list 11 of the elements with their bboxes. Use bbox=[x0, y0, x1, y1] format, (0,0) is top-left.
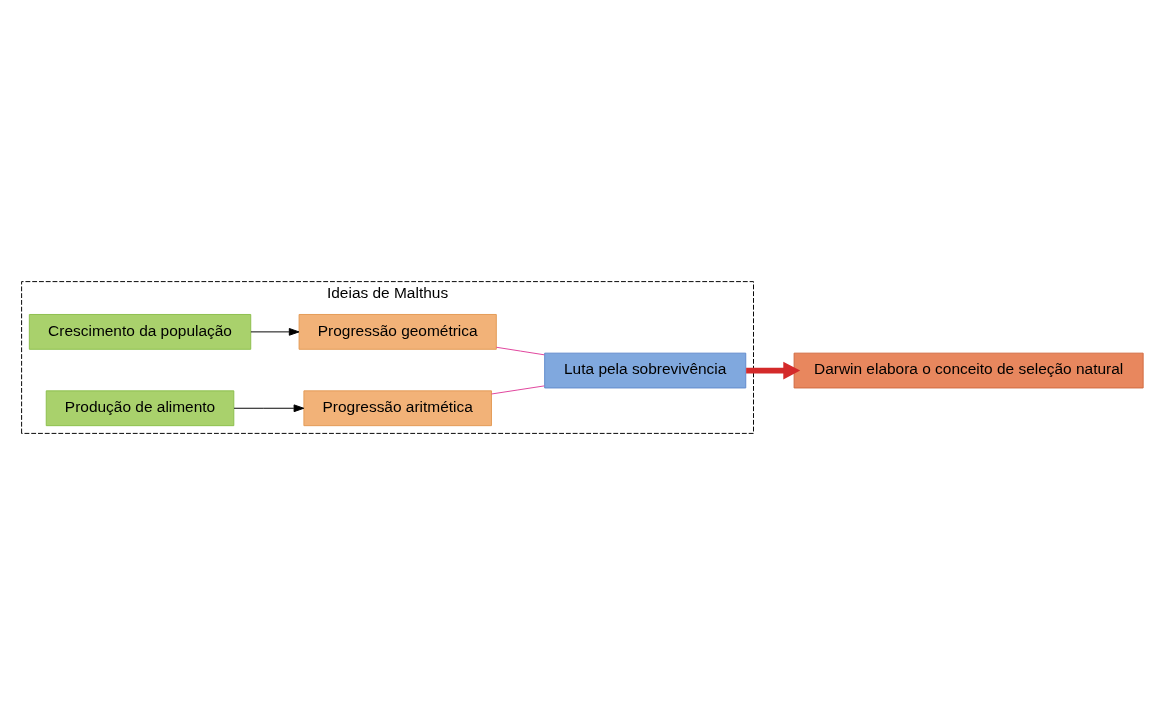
arrow bbox=[746, 361, 801, 379]
node-box: Produção de alimento bbox=[45, 389, 235, 426]
node-box: Crescimento da população bbox=[28, 313, 252, 350]
node-box: Progressão aritmética bbox=[303, 389, 492, 426]
node-box: Progressão geométrica bbox=[298, 313, 497, 350]
node-box: Darwin elabora o conceito de seleção natural bbox=[793, 352, 1144, 388]
arrow bbox=[250, 327, 300, 336]
connector bbox=[491, 384, 545, 394]
node-box: Luta pela sobrevivência bbox=[544, 352, 747, 388]
connector bbox=[495, 346, 545, 355]
arrow bbox=[233, 403, 305, 412]
